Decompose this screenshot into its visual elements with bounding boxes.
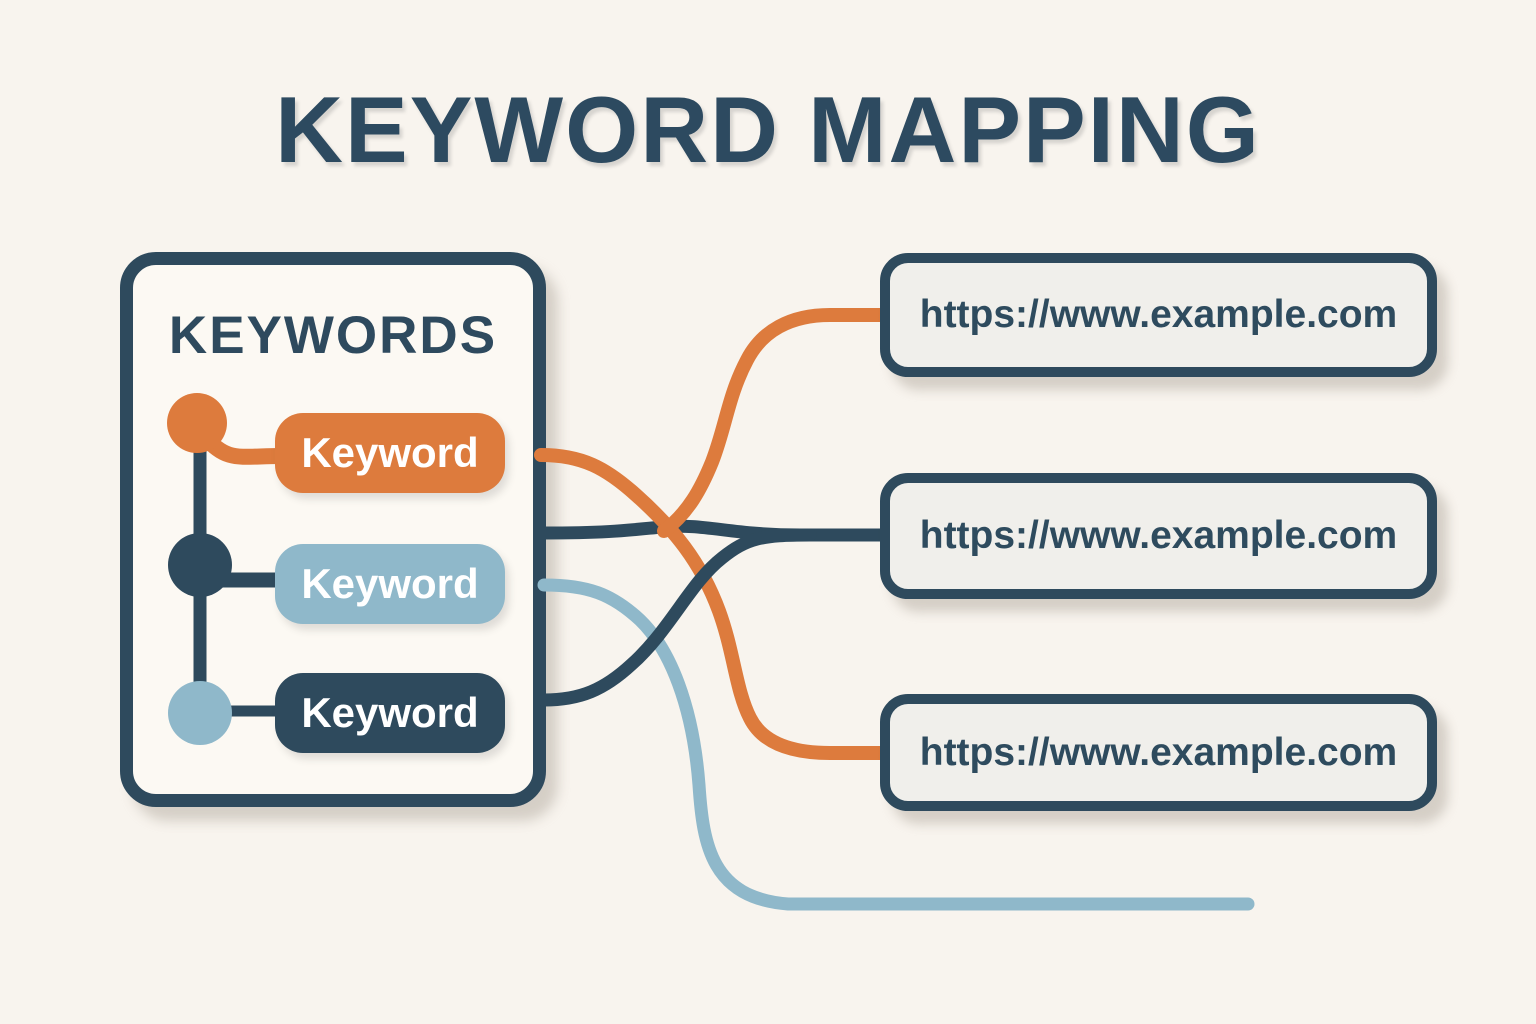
url-box-3: https://www.example.com	[880, 694, 1437, 811]
url-box-1: https://www.example.com	[880, 253, 1437, 377]
keywords-panel-heading: KEYWORDS	[168, 306, 498, 365]
page-title: KEYWORD MAPPING	[275, 77, 1261, 182]
connector-keyword1-url3	[534, 448, 891, 760]
connector-keyword1-url1	[657, 308, 891, 538]
connector-panel-url2	[537, 519, 891, 542]
keyword-pill-3: Keyword	[275, 673, 505, 753]
url-box-2: https://www.example.com	[880, 473, 1437, 599]
connector-keyword3-url2	[537, 528, 817, 707]
keyword-pill-2: Keyword	[275, 544, 505, 624]
keyword-pill-1: Keyword	[275, 413, 505, 493]
